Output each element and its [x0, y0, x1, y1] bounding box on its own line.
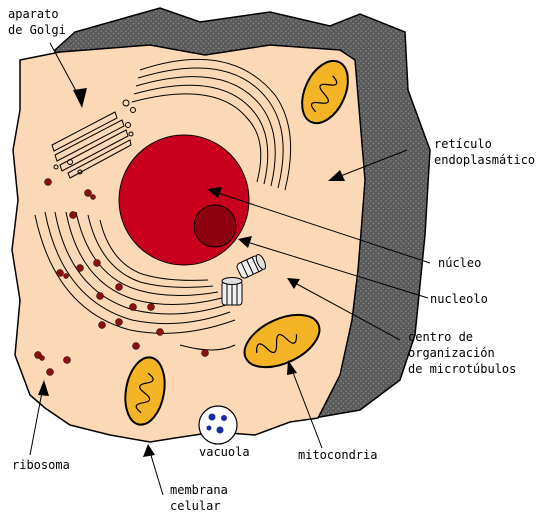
- centrioles: [221, 254, 267, 306]
- labels: aparato de Golgi retículo endoplasmático…: [8, 7, 535, 513]
- mitochondria: [124, 59, 349, 426]
- nucleolus: [193, 204, 237, 248]
- label-vacuola: vacuola: [199, 445, 250, 459]
- label-centro-1: centro de: [408, 330, 473, 344]
- nucleus: [118, 134, 250, 266]
- label-ribosoma: ribosoma: [12, 458, 70, 472]
- leader-lines: [29, 42, 431, 496]
- label-membrana-1: membrana: [170, 483, 228, 497]
- endoplasmic-reticulum: [34, 58, 292, 351]
- golgi-apparatus: [51, 99, 136, 179]
- ribosomes: [34, 178, 209, 376]
- label-nucleolo: nucleolo: [430, 292, 488, 306]
- label-golgi-2: de Golgi: [8, 23, 66, 37]
- label-membrana-2: celular: [170, 499, 221, 513]
- label-reticulo-2: endoplasmático: [434, 153, 535, 167]
- label-centro-2: organización: [408, 346, 495, 360]
- label-centro-3: de microtúbulos: [408, 362, 516, 376]
- label-reticulo-1: retículo: [434, 137, 492, 151]
- vacuole: [198, 405, 238, 445]
- arrowheads: [38, 88, 345, 457]
- label-mitocondria: mitocondria: [298, 448, 377, 462]
- label-nucleo: núcleo: [438, 256, 481, 270]
- label-golgi-1: aparato: [8, 7, 59, 21]
